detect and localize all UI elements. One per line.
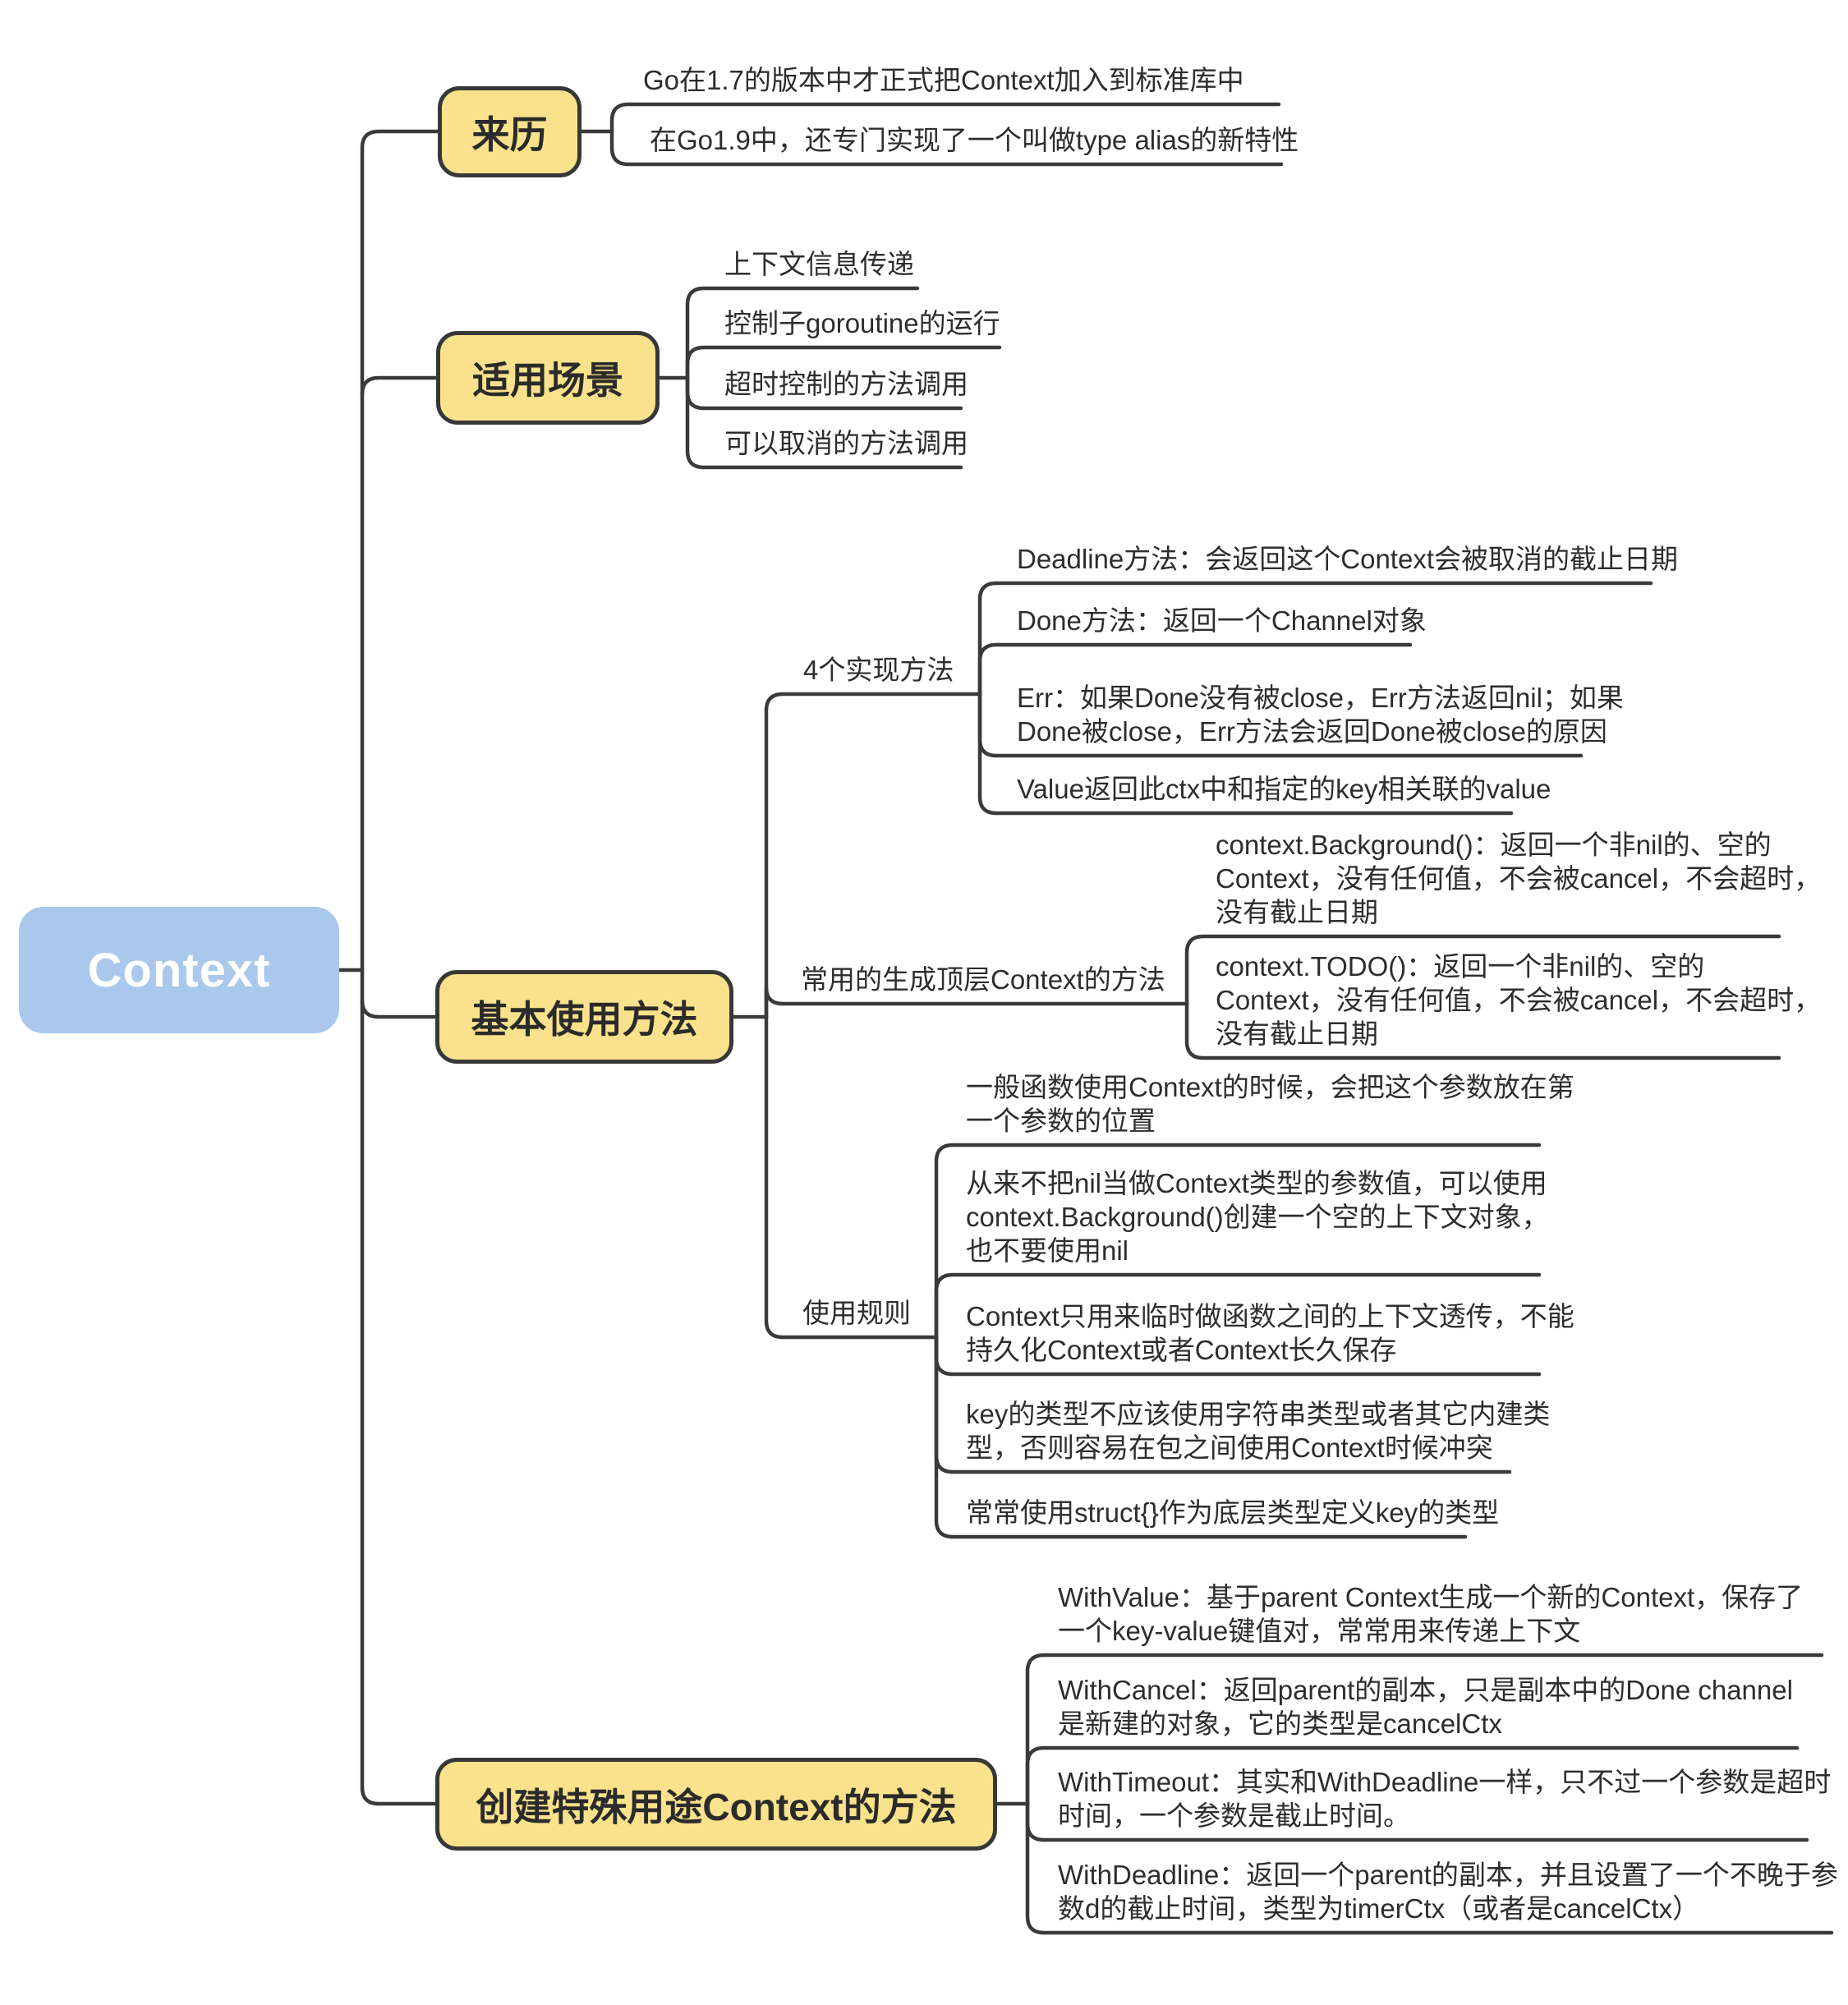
edge-4m-c1 <box>977 581 1653 697</box>
branch-basic-usage[interactable]: 基本使用方法 <box>435 970 733 1064</box>
edge-rule-c1 <box>934 1143 1542 1340</box>
edge-usecases-c4 <box>685 375 963 470</box>
leaf-withvalue[interactable]: WithValue：基于parent Context生成一个新的Context，… <box>1058 1582 1804 1646</box>
subtopic-4-impl-methods[interactable]: 4个实现方法 <box>803 655 954 685</box>
edge-special-c4 <box>1025 1801 1834 1935</box>
leaf-withdeadline[interactable]: WithDeadline：返回一个parent的副本，并且设置了一个不晚于参 数… <box>1058 1860 1838 1924</box>
leaf-context-info-passing[interactable]: 上下文信息传递 <box>724 249 914 279</box>
edge-origin-c2 <box>609 129 1284 167</box>
edge-4m-c4 <box>977 692 1514 816</box>
leaf-err-method[interactable]: Err：如果Done没有被close，Err方法返回nil；如果 Done被cl… <box>1017 683 1624 747</box>
leaf-done-method[interactable]: Done方法：返回一个Channel对象 <box>1017 605 1427 636</box>
leaf-timeout-control[interactable]: 超时控制的方法调用 <box>724 369 968 399</box>
branch-use-cases[interactable]: 适用场景 <box>436 331 660 425</box>
leaf-context-background[interactable]: context.Background()：返回一个非nil的、空的 Contex… <box>1216 830 1822 927</box>
subtopic-top-level-context[interactable]: 常用的生成顶层Context的方法 <box>801 964 1165 995</box>
edge-origin-c1 <box>609 102 1281 134</box>
leaf-rule-key-type[interactable]: key的类型不应该使用字符串类型或者其它内建类 型，否则容易在包之间使用Cont… <box>966 1399 1551 1463</box>
edge-rule-c5 <box>934 1335 1468 1539</box>
edge-usecases-c2 <box>685 345 1002 380</box>
edge-special-c2 <box>1025 1745 1800 1806</box>
leaf-rule-struct-key[interactable]: 常常使用struct{}作为底层类型定义key的类型 <box>966 1497 1500 1528</box>
leaf-deadline-method[interactable]: Deadline方法：会返回这个Context会被取消的截止日期 <box>1017 544 1678 574</box>
subtopic-usage-rules[interactable]: 使用规则 <box>802 1298 911 1328</box>
edge-usecases-c1 <box>685 286 920 380</box>
edge-trunk <box>360 129 440 1806</box>
leaf-control-goroutine[interactable]: 控制子goroutine的运行 <box>724 308 1000 338</box>
edge-toplevel <box>764 985 1189 1019</box>
edge-rules <box>764 1014 939 1340</box>
leaf-cancelable-calls[interactable]: 可以取消的方法调用 <box>724 428 968 458</box>
edge-to-use-cases <box>360 375 439 397</box>
leaf-rule-no-nil[interactable]: 从来不把nil当做Context类型的参数值，可以使用 context.Back… <box>966 1168 1549 1266</box>
edge-to-basic-usage <box>360 998 438 1019</box>
branch-special-context-methods[interactable]: 创建特殊用途Context的方法 <box>435 1758 997 1851</box>
edge-special-c1 <box>1025 1653 1824 1806</box>
leaf-rule-no-persist[interactable]: Context只用来临时做函数之间的上下文透传，不能 持久化Context或者C… <box>966 1301 1574 1365</box>
leaf-rule-first-param[interactable]: 一般函数使用Context的时候，会把这个参数放在第 一个参数的位置 <box>966 1072 1574 1136</box>
edge-top-c1 <box>1184 934 1781 1006</box>
leaf-withcancel[interactable]: WithCancel：返回parent的副本，只是副本中的Done channe… <box>1058 1675 1793 1739</box>
leaf-go17-stdlib[interactable]: Go在1.7的版本中才正式把Context加入到标准库中 <box>643 65 1244 95</box>
edge-rule-c2 <box>934 1272 1542 1340</box>
leaf-withtimeout[interactable]: WithTimeout：其实和WithDeadline一样，只不过一个参数是超时… <box>1058 1767 1832 1831</box>
root-topic-context[interactable]: Context <box>19 907 339 1033</box>
branch-origin[interactable]: 来历 <box>438 86 582 177</box>
edge-4methods <box>764 692 982 1019</box>
leaf-context-todo[interactable]: context.TODO()：返回一个非nil的、空的 Context，没有任何… <box>1216 951 1822 1049</box>
edge-top-c2 <box>1184 1001 1781 1060</box>
leaf-go19-type-alias[interactable]: 在Go1.9中，还专门实现了一个叫做type alias的新特性 <box>650 125 1299 155</box>
edge-4m-c2 <box>977 642 1413 697</box>
leaf-value-method[interactable]: Value返回此ctx中和指定的key相关联的value <box>1017 774 1551 804</box>
